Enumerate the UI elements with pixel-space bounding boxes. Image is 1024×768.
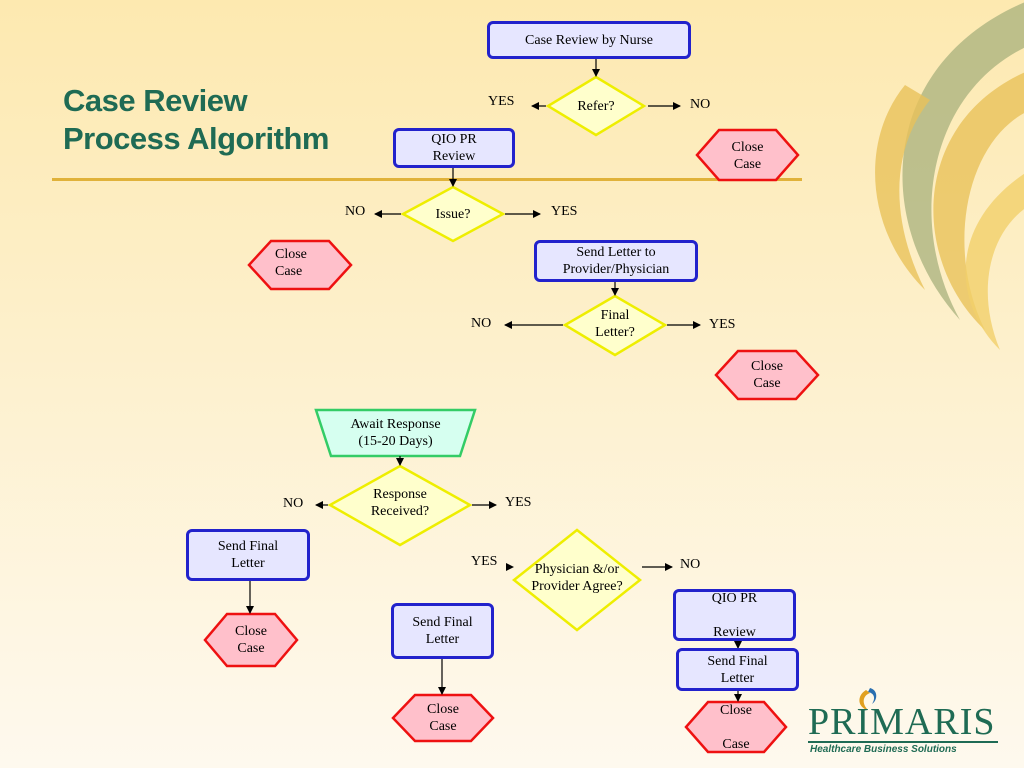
label-final-yes: YES [709, 317, 736, 332]
terminal-close-case-1-shape [695, 128, 800, 182]
node-final-letter: Final Letter? [595, 308, 635, 340]
node-send-final-letter-2: Send Final Letter [391, 603, 494, 659]
decision-refer-shape [545, 75, 647, 137]
logo-wordmark: PRIMARIS [808, 701, 996, 743]
terminal-close-case-6-shape [684, 700, 788, 754]
label-agree-no: NO [680, 557, 701, 572]
logo-divider [808, 741, 998, 743]
label-agree-yes: YES [471, 554, 498, 569]
node-send-final-letter-1: Send Final Letter [186, 529, 310, 581]
node-close-case-2: Close Case [275, 247, 307, 279]
node-await-response: Await Response (15-20 Days) [350, 417, 441, 449]
node-close-case-4: Close Case [235, 624, 267, 656]
node-physician-provider-agree: Physician &/or Provider Agree? [531, 562, 623, 594]
node-qio-pr-review-1: QIO PR Review [393, 128, 515, 168]
decision-physician-agree-shape [511, 528, 643, 632]
page-title: Case Review Process Algorithm [63, 82, 329, 158]
node-response-received: Response Received? [370, 487, 430, 519]
logo-tagline: Healthcare Business Solutions [810, 744, 957, 755]
label-final-no: NO [471, 316, 492, 331]
label-issue-no: NO [345, 204, 366, 219]
node-case-review-by-nurse: Case Review by Nurse [487, 21, 691, 59]
node-send-final-letter-3: Send Final Letter [676, 648, 799, 691]
label-response-yes: YES [505, 495, 532, 510]
node-close-case-1: Close Case [731, 140, 764, 172]
terminal-close-case-3-shape [714, 349, 820, 401]
terminal-close-case-5-shape [391, 693, 495, 743]
decision-response-received-shape [327, 464, 473, 547]
node-close-case-3: Close Case [751, 359, 783, 391]
node-qio-pr-review-2: QIO PR Review [673, 589, 796, 641]
terminal-close-case-4-shape [203, 612, 299, 668]
terminal-close-case-2-shape [247, 239, 353, 291]
label-issue-yes: YES [551, 204, 578, 219]
decision-issue-shape [400, 185, 506, 243]
label-refer-no: NO [690, 97, 711, 112]
node-refer: Refer? [577, 98, 615, 114]
label-response-no: NO [283, 496, 304, 511]
title-line-2: Process Algorithm [63, 121, 329, 156]
label-refer-yes: YES [488, 94, 515, 109]
title-underline [52, 178, 802, 181]
node-close-case-6: Close Case [720, 702, 752, 752]
connectors [246, 58, 742, 702]
decision-final-letter-shape [562, 294, 668, 357]
node-issue: Issue? [435, 206, 471, 222]
node-close-case-5: Close Case [427, 702, 459, 734]
title-line-1: Case Review [63, 83, 248, 118]
node-send-letter-to-provider: Send Letter to Provider/Physician [534, 240, 698, 282]
await-response-shape [314, 408, 477, 458]
